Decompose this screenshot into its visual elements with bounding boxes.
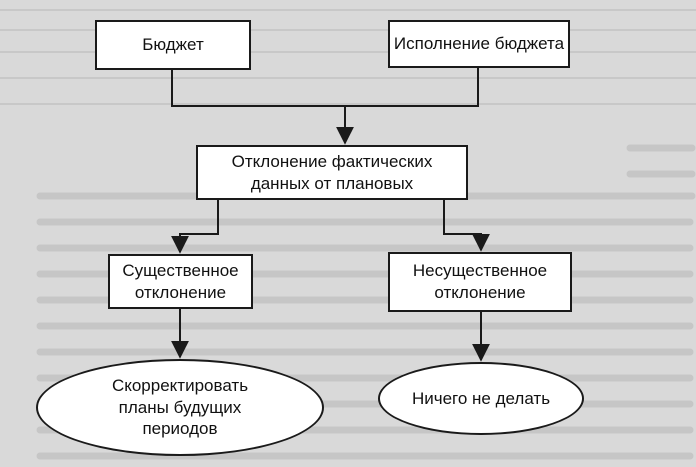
node-execution-label: Исполнение бюджета: [393, 34, 565, 54]
node-execution: Исполнение бюджета: [388, 20, 570, 68]
node-adjust-label: Скорректировать планы будущих периодов: [111, 375, 249, 439]
node-significant: Существенное отклонение: [108, 254, 253, 309]
node-insignificant: Несущественное отклонение: [388, 252, 572, 312]
node-nothing-label: Ничего не делать: [411, 388, 551, 408]
node-deviation: Отклонение фактических данных от плановы…: [196, 145, 468, 200]
node-budget: Бюджет: [95, 20, 251, 70]
node-deviation-label: Отклонение фактических данных от плановы…: [231, 151, 433, 193]
node-insignificant-label: Несущественное отклонение: [412, 261, 548, 302]
node-nothing: Ничего не делать: [378, 362, 584, 435]
node-significant-label: Существенное отклонение: [122, 260, 239, 302]
node-adjust: Скорректировать планы будущих периодов: [36, 359, 324, 456]
node-budget-label: Бюджет: [142, 35, 204, 55]
